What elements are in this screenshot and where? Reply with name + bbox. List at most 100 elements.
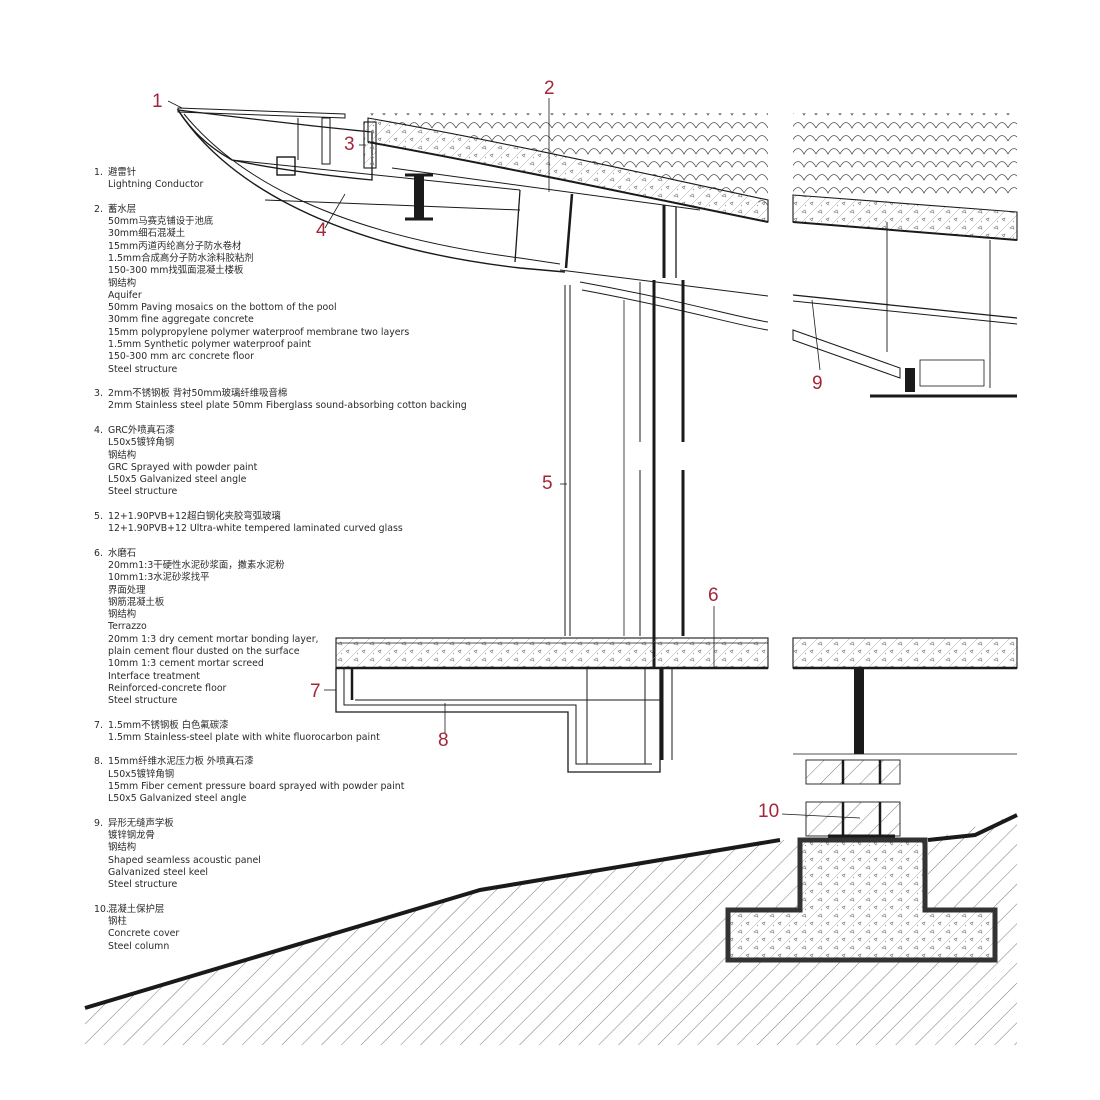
legend-item-number: 6. [94, 547, 103, 559]
callout-8: 8 [438, 730, 449, 751]
legend-item-line: Lightning Conductor [108, 179, 204, 191]
legend-item-line: Steel structure [108, 363, 178, 375]
roof-slab-right [792, 194, 1018, 241]
canopy-grc-shell [176, 107, 566, 273]
callout-2: 2 [544, 78, 555, 99]
leader-lines [167, 98, 861, 819]
legend-item-line: 12+1.90PVB+12 Ultra-white tempered lamin… [108, 523, 403, 535]
legend-item-line: L50x5 Galvanized steel angle [108, 474, 247, 486]
legend-item-line: L50x5镀锌角钢 [108, 437, 175, 449]
legend-item-line: 20mm1:3干硬性水泥砂浆面，撒素水泥粉 [108, 559, 285, 571]
legend-item-line: 钢结构 [108, 842, 137, 854]
legend-item-line: 50mm Paving mosaics on the bottom of the… [108, 302, 337, 314]
legend-item-line: Steel structure [108, 879, 178, 891]
callout-7: 7 [310, 681, 321, 702]
legend-item-line: 避雷针 [108, 167, 137, 178]
legend-item-line: Reinforced-concrete floor [108, 682, 227, 694]
legend-item-number: 7. [94, 719, 103, 731]
callout-3: 3 [344, 134, 355, 155]
legend-item-line: 钢筋混凝土板 [108, 596, 165, 608]
steel-beam-right [793, 668, 1017, 755]
callout-10: 10 [758, 801, 780, 822]
callout-6: 6 [708, 585, 719, 606]
callout-1: 1 [152, 91, 163, 112]
legend-item-line: 30mm细石混凝土 [108, 228, 186, 240]
canopy-steel-structure [276, 117, 677, 278]
legend-item-number: 8. [94, 756, 103, 768]
legend-item-line: 1.5mm合成高分子防水涂料胶粘剂 [108, 252, 254, 264]
legend-item-number: 9. [94, 817, 103, 829]
legend-item-line: Steel structure [108, 695, 178, 707]
legend-item-line: plain cement flour dusted on the surface [108, 646, 300, 658]
callout-4: 4 [316, 220, 327, 241]
legend-item-line: 150-300 mm arc concrete floor [108, 351, 254, 363]
legend-item-line: 钢结构 [108, 277, 137, 289]
legend-item-line: 1.5mm Stainless-steel plate with white f… [108, 732, 380, 743]
legend-item-number: 5. [94, 510, 103, 522]
legend-item-line: Aquifer [108, 289, 142, 301]
legend-item-number: 1. [94, 167, 103, 178]
legend-item-line: 10mm 1:3 cement mortar screed [108, 658, 264, 670]
floor-slab-right [792, 637, 1018, 670]
legend-item-number: 2. [94, 203, 103, 215]
legend-item-line: 镀锌钢龙骨 [108, 830, 155, 842]
legend-item-line: L50x5镀锌角钢 [108, 768, 175, 780]
legend-item-line: 15mm Fiber cement pressure board sprayed… [108, 781, 405, 793]
legend-item-line: 水磨石 [108, 547, 137, 559]
curved-glass-item5 [564, 285, 571, 636]
legend-item-line: 15mm纤维水泥压力板 外喷真石漆 [108, 756, 254, 768]
callout-9: 9 [812, 373, 823, 394]
legend-item-line: GRC Sprayed with powder paint [108, 461, 258, 473]
water-surface-right [793, 113, 1017, 195]
legend-item-line: 蓄水层 [108, 203, 137, 215]
legend-item-line: 异形无缝声学板 [108, 817, 174, 829]
water-surface-left [362, 113, 768, 205]
legend-item-line: 10mm1:3水泥砂浆找平 [108, 572, 210, 584]
legend-item-line: Steel column [108, 940, 170, 952]
callout-5: 5 [542, 473, 553, 494]
foundation-footing [725, 837, 998, 963]
legend-item-line: 150-300 mm找弧面混凝土楼板 [108, 265, 244, 277]
legend-item-line: 混凝土保护层 [108, 903, 165, 915]
legend-item-line: 界面处理 [108, 584, 146, 596]
legend-item-line: Terrazzo [108, 621, 147, 633]
legend-item-line: 20mm 1:3 dry cement mortar bonding layer… [108, 633, 319, 645]
legend-item-number: 4. [94, 424, 103, 436]
legend-item-line: 1.5mm不锈钢板 白色氟碳漆 [108, 719, 229, 731]
legend-item-line: 50mm马赛克铺设于池底 [108, 216, 214, 228]
legend-item-line: 钢结构 [108, 609, 137, 621]
legend-item-line: 钢柱 [108, 916, 127, 928]
legend-item-line: 钢结构 [108, 449, 137, 461]
acoustic-ceiling-right [792, 222, 1018, 398]
soffit-cladding [335, 668, 673, 773]
legend-item-line: 1.5mm Synthetic polymer waterproof paint [108, 339, 311, 351]
legend-item-line: Galvanized steel keel [108, 867, 208, 879]
legend-item-line: 15mm polypropylene polymer waterproof me… [108, 326, 410, 338]
floor-slab-left [335, 637, 769, 670]
legend-item-line: Shaped seamless acoustic panel [108, 854, 261, 866]
legend-item-line: GRC外喷真石漆 [108, 424, 175, 436]
legend-item-line: 15mm丙道丙纶高分子防水卷材 [108, 240, 242, 252]
acoustic-ceiling-left [559, 269, 769, 331]
roof-slab-left [367, 117, 769, 223]
legend-item-number: 3. [94, 388, 103, 400]
legend-item-number: 10. [94, 903, 109, 915]
legend-item-line: 2mm Stainless steel plate 50mm Fiberglas… [108, 400, 467, 412]
legend-item-line: Interface treatment [108, 670, 200, 682]
legend-item-line: Concrete cover [108, 928, 180, 940]
legend-item-line: 2mm不锈钢板 背衬50mm玻璃纤维吸音棉 [108, 388, 288, 400]
legend-item-line: 30mm fine aggregate concrete [108, 314, 254, 326]
ground-soil [84, 813, 1018, 1045]
